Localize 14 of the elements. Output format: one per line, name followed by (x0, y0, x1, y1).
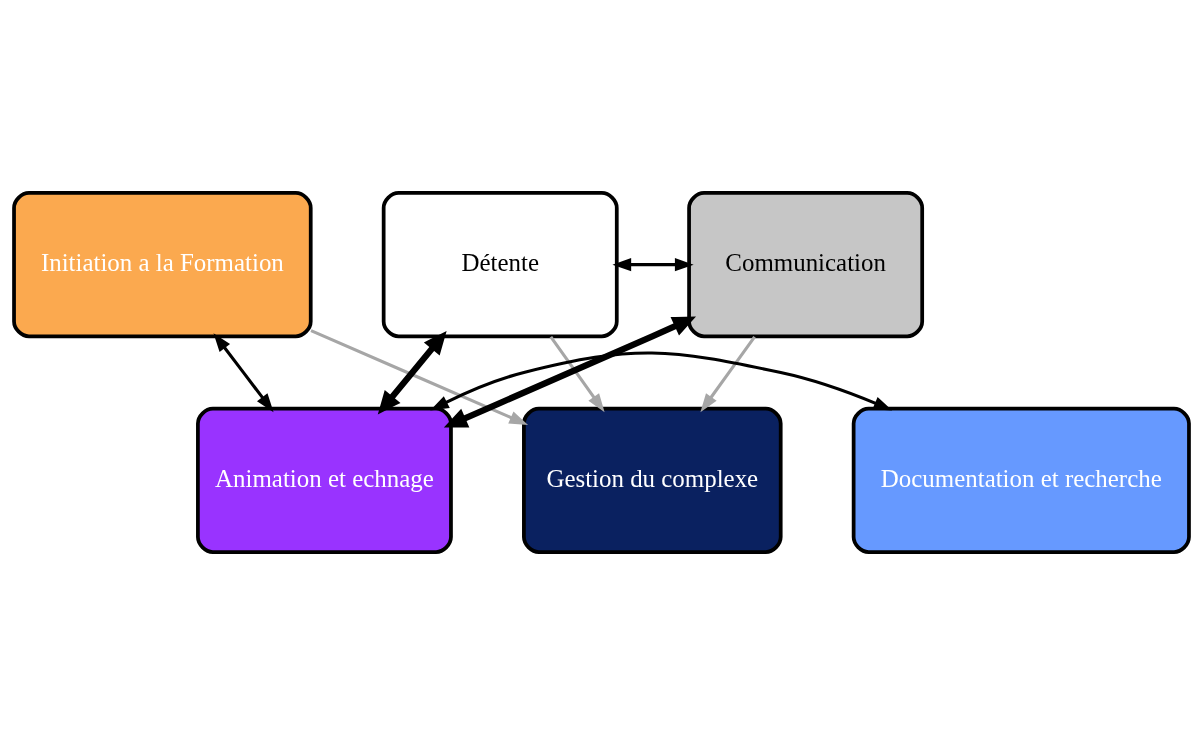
node-box: Détente (381, 191, 619, 339)
node-box: Communication (687, 191, 925, 339)
node-box: Animation et echnage (196, 406, 453, 554)
arrow (612, 258, 694, 272)
arrow (549, 336, 605, 413)
arrow (443, 316, 696, 428)
arrow (213, 333, 274, 413)
arrow (430, 351, 893, 411)
node-box: Documentation et recherche (851, 406, 1191, 554)
node-box: Gestion du complexe (522, 406, 783, 554)
arrow (700, 336, 756, 413)
node-box: Initiation a la Formation (12, 191, 313, 339)
arrow (310, 329, 529, 426)
arrow (377, 330, 447, 415)
